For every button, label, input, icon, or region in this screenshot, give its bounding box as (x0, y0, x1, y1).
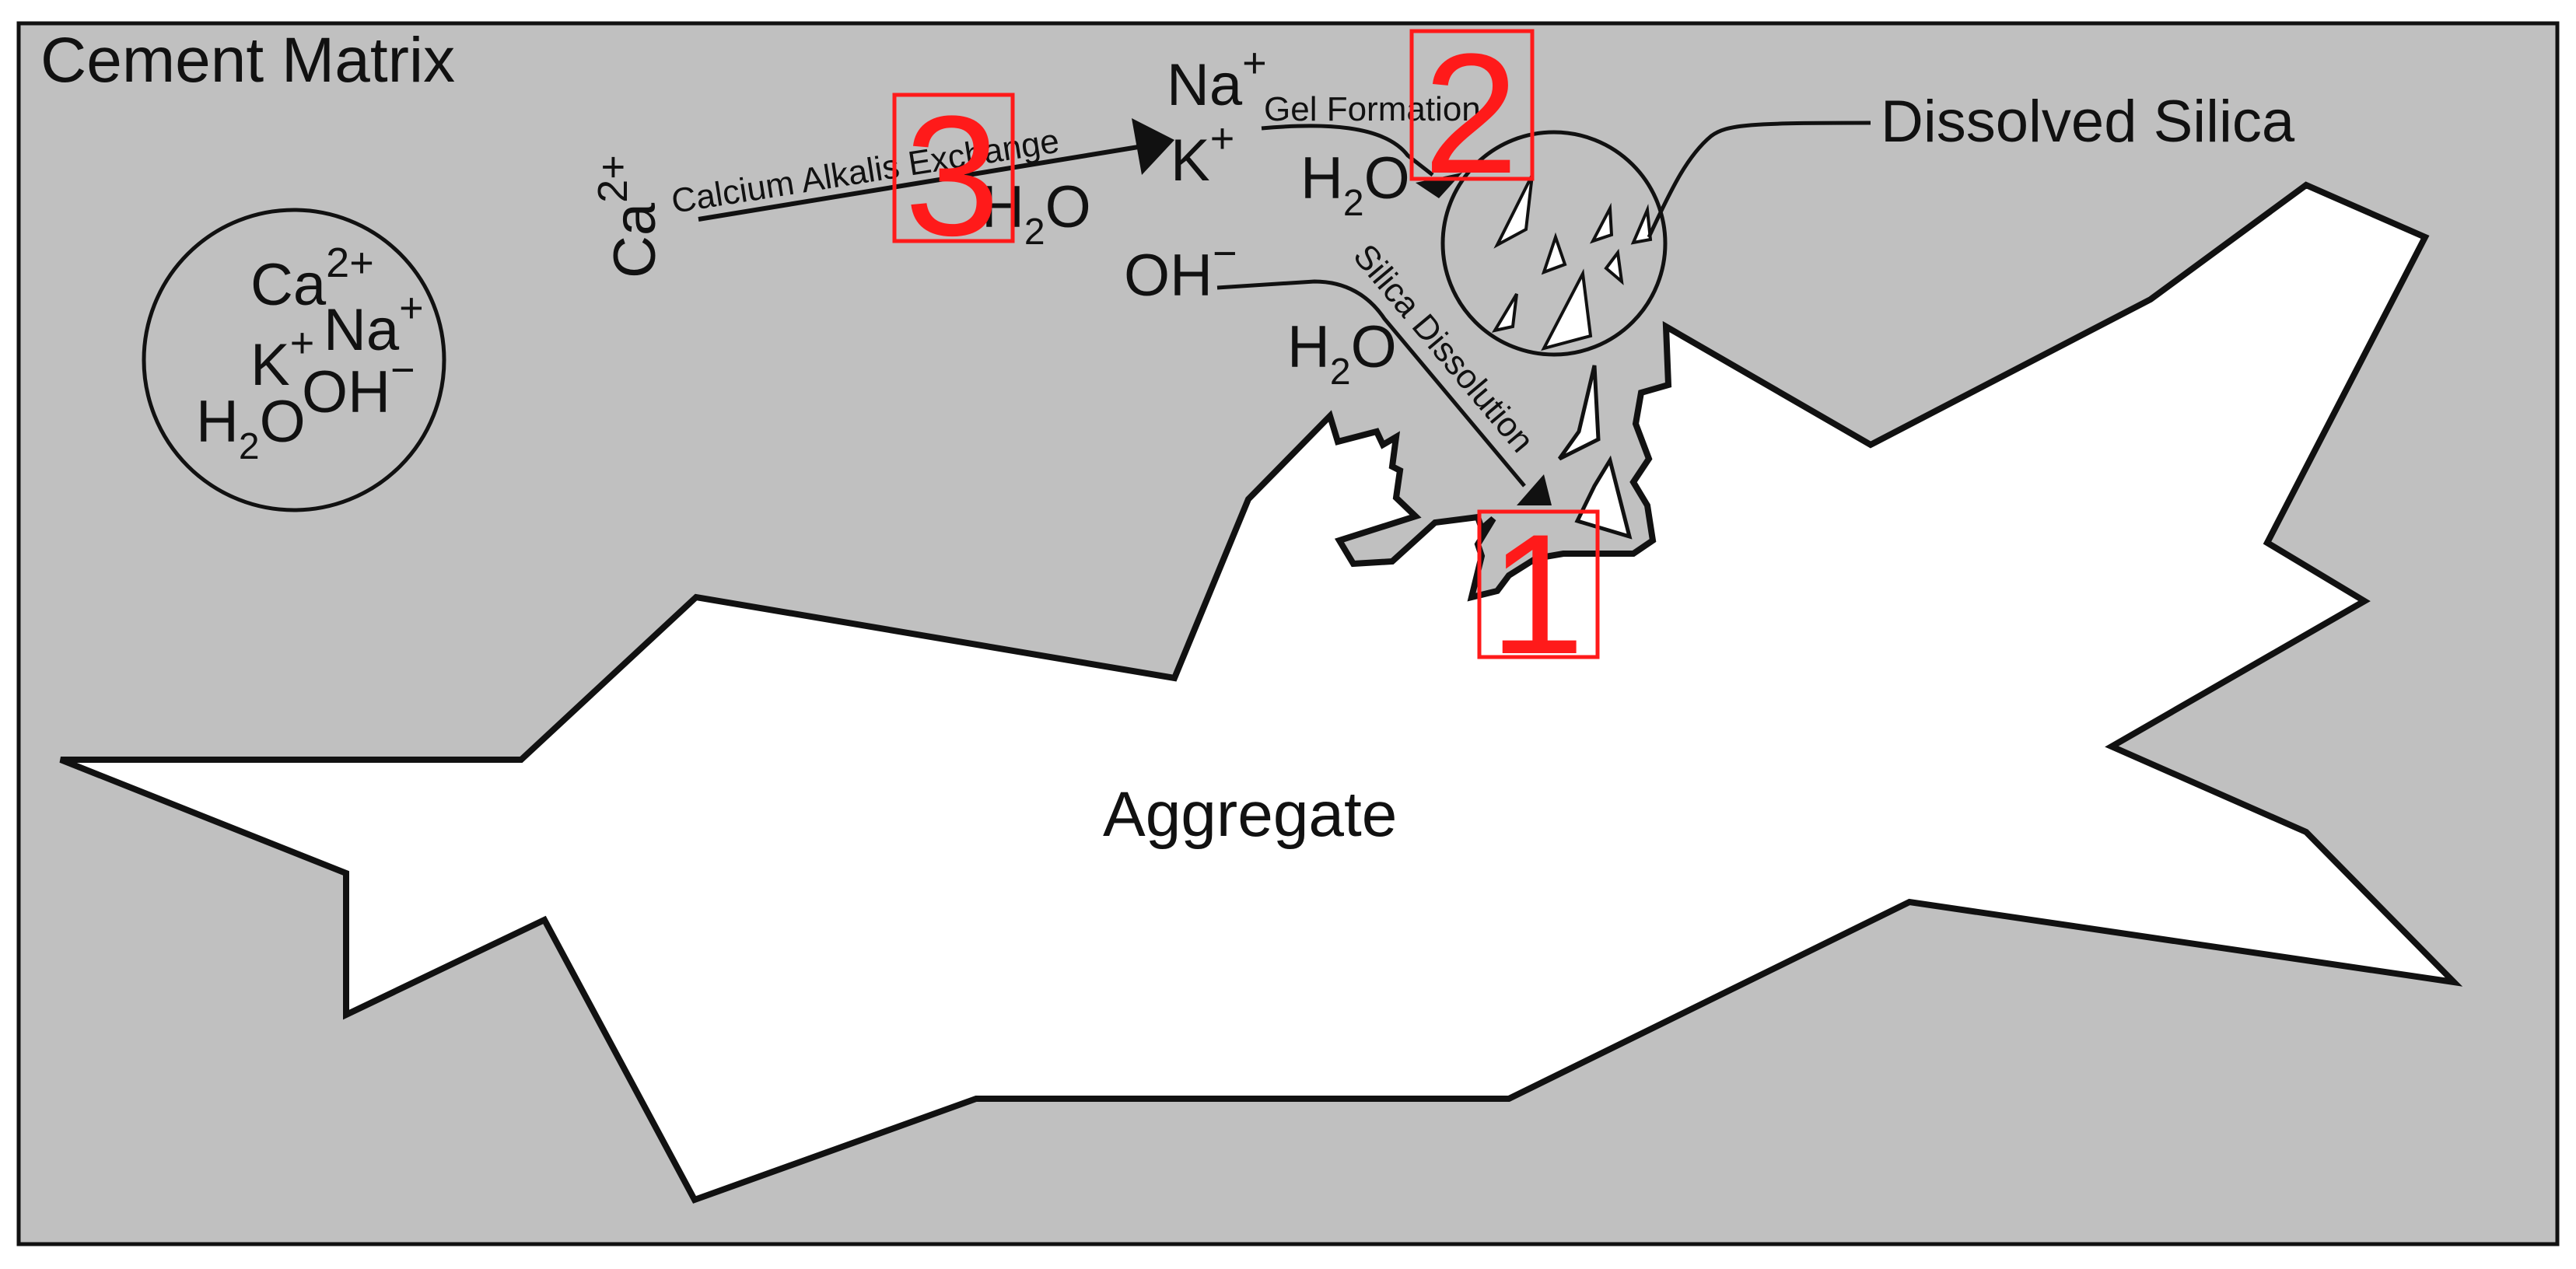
dissolved-silica-label: Dissolved Silica (1881, 89, 2295, 155)
pore-water: H2O (196, 389, 306, 467)
silica-fragment (1493, 174, 1534, 249)
free-ca-ion: Ca2+ (590, 155, 668, 278)
silica-fragment (1604, 248, 1624, 285)
silica-fragment (1491, 292, 1518, 333)
marker-number-1: 1 (1489, 498, 1584, 690)
pore-ca-ion: Ca2+ (250, 239, 374, 318)
water-near-exchange: H2O (982, 174, 1091, 253)
marker-number-2: 2 (1423, 18, 1518, 209)
dissolved-silica-leader (1647, 121, 1871, 239)
gel-formation-arrow (1261, 124, 1434, 177)
free-k-ion: K+ (1171, 115, 1234, 194)
marker-box-3 (892, 93, 1015, 243)
silica-fragment (1630, 204, 1653, 245)
marker-number-3: 3 (905, 80, 999, 271)
water-near-gel: H2O (1300, 145, 1410, 224)
marker-box-1 (1477, 509, 1600, 659)
gel-formation-label: Gel Formation (1264, 90, 1481, 128)
dissolution-arrowhead (1517, 474, 1552, 505)
silica-fragment (1541, 232, 1567, 275)
silica-fragment (1557, 365, 1601, 461)
silica-fragment (1541, 268, 1593, 351)
silica-fragment (1574, 455, 1633, 540)
water-near-dissolution: H2O (1287, 314, 1397, 393)
cement-matrix-label: Cement Matrix (40, 25, 455, 96)
dissolved-silica-circle (1440, 130, 1668, 357)
marker-box-2 (1409, 29, 1535, 181)
calcium-alkalis-exchange-arrow (698, 139, 1168, 222)
free-oh-ion: OH− (1124, 230, 1237, 309)
pore-na-ion: Na+ (324, 285, 424, 363)
free-na-ion: Na+ (1167, 40, 1267, 118)
pore-solution-circle (142, 208, 446, 512)
pore-oh-ion: OH− (302, 347, 415, 425)
silica-fragment (1589, 202, 1614, 244)
pore-k-ion: K+ (250, 320, 314, 398)
aggregate-shape (59, 181, 2463, 1204)
exchange-arrowhead (1132, 118, 1174, 175)
aggregate-label: Aggregate (1103, 779, 1397, 850)
silica-dissolution-arrow (1216, 279, 1526, 488)
